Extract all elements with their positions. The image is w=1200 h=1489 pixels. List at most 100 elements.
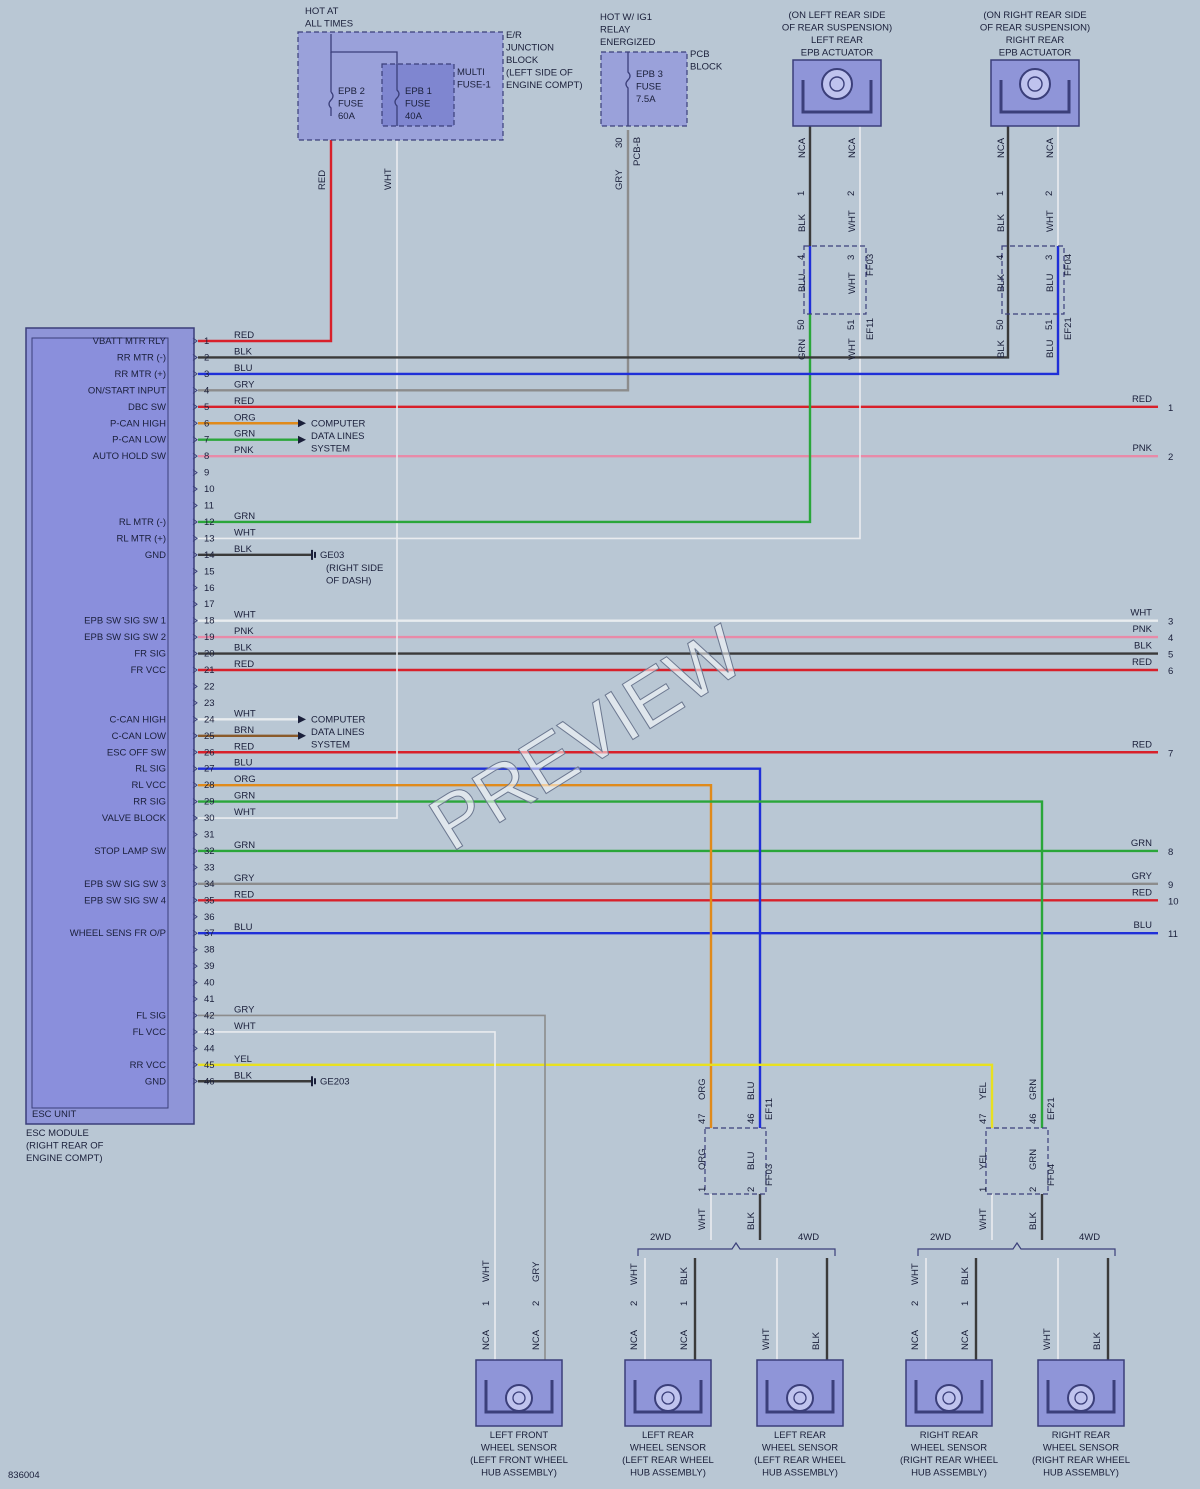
- esc-pin-color-19: PNK: [234, 626, 254, 637]
- esc-pin-number-1: 1: [204, 336, 209, 347]
- offpage-ref-5: 5: [1168, 650, 1173, 661]
- pcb-connector-id: PCB-B: [632, 137, 643, 166]
- esc-pin-number-24: 24: [204, 714, 215, 725]
- offpage-color-2: PNK: [1132, 443, 1152, 454]
- right-rear-epb-actuator-caption-line-2: OF REAR SUSPENSION): [980, 23, 1090, 34]
- wire-pin-29: [198, 800, 1044, 1128]
- lra-blk-label: BLK: [797, 213, 808, 232]
- esc-pin-name-18: EPB SW SIG SW 1: [84, 616, 166, 627]
- lower-r-pin46: 46: [1028, 1113, 1039, 1124]
- pin-terminal-mark: [192, 650, 198, 657]
- lf-pin1-nca: NCA: [481, 1329, 492, 1350]
- esc-pin-color-35: RED: [234, 889, 254, 900]
- left-rear-wheel-sensor-4wd-sensor-icon: [786, 1384, 814, 1412]
- esc-pin-color-12: GRN: [234, 511, 255, 522]
- esc-pin-name-7: P-CAN LOW: [112, 435, 166, 446]
- left-rear-wheel-sensor-2wd-caption-line-1: LEFT REAR: [642, 1430, 694, 1441]
- right-drive-bracket-4wd-label: 4WD: [1079, 1232, 1100, 1243]
- offpage-ref-3: 3: [1168, 617, 1173, 628]
- esc-pin-number-2: 2: [204, 352, 209, 363]
- pin-terminal-mark: [192, 781, 198, 789]
- left-rear-epb-actuator-gear-icon: [821, 68, 853, 100]
- esc-pin-number-9: 9: [204, 468, 209, 479]
- offpage-ref-2: 2: [1168, 452, 1173, 463]
- lr2-wht-label: WHT: [629, 1263, 640, 1285]
- rr4-blk-label: BLK: [1092, 1331, 1103, 1350]
- ef11-ff03-lower-connector: [704, 1127, 767, 1195]
- hot-at-all-times-line-1: HOT AT: [305, 6, 339, 17]
- esc-module-caption-line-3: ENGINE COMPT): [26, 1153, 103, 1164]
- lower-ef11-id: EF11: [764, 1098, 775, 1120]
- er-junction-label-line-3: BLOCK: [506, 55, 539, 66]
- pcb-block-label-line-2: BLOCK: [690, 62, 723, 73]
- left-rear-epb-actuator-caption-line-3: LEFT REAR: [811, 35, 863, 46]
- pin-terminal-mark: [192, 666, 198, 674]
- p-can-data-lines-label-line-1: COMPUTER: [311, 418, 366, 429]
- epb3-fuse-symbol: [625, 52, 631, 126]
- esc-pin-number-31: 31: [204, 830, 215, 841]
- esc-pin-color-42: GRY: [234, 1004, 255, 1015]
- left-rear-wheel-sensor-4wd-sensor-core: [793, 1391, 807, 1405]
- esc-pin-name-43: FL VCC: [133, 1027, 167, 1038]
- ef11-pin50: 50: [796, 319, 807, 330]
- p-can-data-lines-label-line-2: DATA LINES: [311, 431, 365, 442]
- rra-pin2-num: 2: [1044, 191, 1055, 196]
- esc-pin-color-21: RED: [234, 659, 254, 670]
- pin-terminal-mark: [192, 814, 198, 822]
- esc-pin-name-6: P-CAN HIGH: [110, 418, 166, 429]
- epb2-fuse-symbol: [328, 52, 334, 116]
- offpage-color-11: BLU: [1134, 920, 1153, 931]
- left-rear-wheel-sensor-2wd-caption-line-2: WHEEL SENSOR: [630, 1443, 706, 1454]
- esc-pin-number-17: 17: [204, 599, 215, 610]
- pin-terminal-mark: [192, 798, 198, 805]
- esc-pin-name-29: RR SIG: [133, 797, 166, 808]
- offpage-color-10: RED: [1132, 887, 1152, 898]
- esc-pin-number-10: 10: [204, 484, 215, 495]
- pin-terminal-mark: [192, 831, 198, 838]
- pin-terminal-mark: [192, 732, 198, 740]
- esc-pin-number-15: 15: [204, 566, 215, 577]
- right-rear-wheel-sensor-4wd-caption-line-2: WHEEL SENSOR: [1043, 1443, 1119, 1454]
- c-can-data-lines-label-line-1: COMPUTER: [311, 714, 366, 725]
- lower-l-org2-label: ORG: [697, 1148, 708, 1170]
- esc-pin-name-5: DBC SW: [128, 402, 166, 413]
- pcb-block-label-line-1: PCB: [690, 49, 710, 60]
- offpage-ref-8: 8: [1168, 847, 1173, 858]
- esc-pin-name-13: RL MTR (+): [116, 533, 166, 544]
- esc-pin-name-12: RL MTR (-): [119, 517, 166, 528]
- lower-r-pin2: 2: [1028, 1187, 1039, 1192]
- rr4-wht-label: WHT: [1042, 1328, 1053, 1350]
- wire-pin-12: [198, 314, 812, 524]
- esc-pin-name-42: FL SIG: [136, 1010, 166, 1021]
- esc-pin-name-3: RR MTR (+): [115, 369, 166, 380]
- lf-pin2: 2: [531, 1301, 542, 1306]
- wire-pin-43: [198, 1031, 496, 1300]
- esc-pin-name-20: FR SIG: [134, 649, 166, 660]
- esc-pin-number-26: 26: [204, 747, 215, 758]
- esc-pin-color-25: BRN: [234, 725, 254, 736]
- esc-pin-number-6: 6: [204, 418, 209, 429]
- esc-pin-number-37: 37: [204, 928, 215, 939]
- lower-r-yel2-label: YEL: [978, 1152, 989, 1170]
- er-junction-block-border: [297, 31, 504, 141]
- er-junction-label-line-2: JUNCTION: [506, 43, 554, 54]
- ge03-ground-symbol: [311, 549, 316, 560]
- multi-fuse-label-line-1: MULTI: [457, 67, 485, 78]
- esc-pin-color-43: WHT: [234, 1021, 256, 1032]
- lower-r-grn-label: GRN: [1028, 1079, 1039, 1100]
- pcb-wire-gry-label: GRY: [614, 169, 625, 190]
- lr4-blk-label: BLK: [811, 1331, 822, 1350]
- esc-pin-number-12: 12: [204, 517, 215, 528]
- lra-wht3-label: WHT: [847, 338, 858, 360]
- right-rear-wheel-sensor-2wd-caption-line-4: HUB ASSEMBLY): [911, 1468, 987, 1479]
- esc-pin-name-21: FR VCC: [131, 665, 167, 676]
- offpage-color-3: WHT: [1130, 608, 1152, 619]
- rr2-pin1: 1: [960, 1301, 971, 1306]
- esc-pin-number-20: 20: [204, 649, 215, 660]
- pin-terminal-mark: [192, 699, 198, 707]
- left-drive-bracket: [637, 1241, 836, 1256]
- esc-pin-number-34: 34: [204, 879, 215, 890]
- esc-pin-number-8: 8: [204, 451, 209, 462]
- lr2-blk-label: BLK: [679, 1266, 690, 1285]
